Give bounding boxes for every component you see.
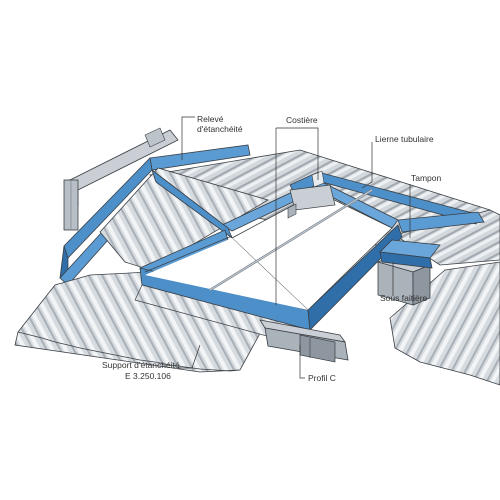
rear-purlin bbox=[63, 127, 179, 231]
label-releve-line1: Relevé bbox=[197, 114, 224, 124]
left-roof-sheet bbox=[99, 167, 269, 271]
label-tampon: Tampon bbox=[411, 173, 442, 183]
right-roof-sheet bbox=[389, 261, 500, 386]
label-support-line1: Support d'étanchéité bbox=[102, 360, 180, 370]
tampon bbox=[379, 211, 485, 269]
releve-etancheite bbox=[59, 144, 251, 286]
leader-lines bbox=[178, 116, 411, 379]
lierne-tubulaire bbox=[209, 188, 373, 292]
label-sous-faitiere: Sous faitière bbox=[380, 293, 428, 303]
label-support-line2: E 3.250.106 bbox=[125, 371, 171, 381]
label-lierne-tubulaire: Lierne tubulaire bbox=[375, 134, 434, 144]
label-profil-c: Profil C bbox=[308, 373, 336, 383]
label-costiere: Costière bbox=[286, 115, 318, 125]
profil-c bbox=[259, 319, 349, 363]
label-releve-line2: d'étanchéité bbox=[197, 124, 243, 134]
inner-purlin bbox=[287, 184, 336, 219]
labels: Relevé d'étanchéité Costière Lierne tubu… bbox=[102, 114, 442, 383]
